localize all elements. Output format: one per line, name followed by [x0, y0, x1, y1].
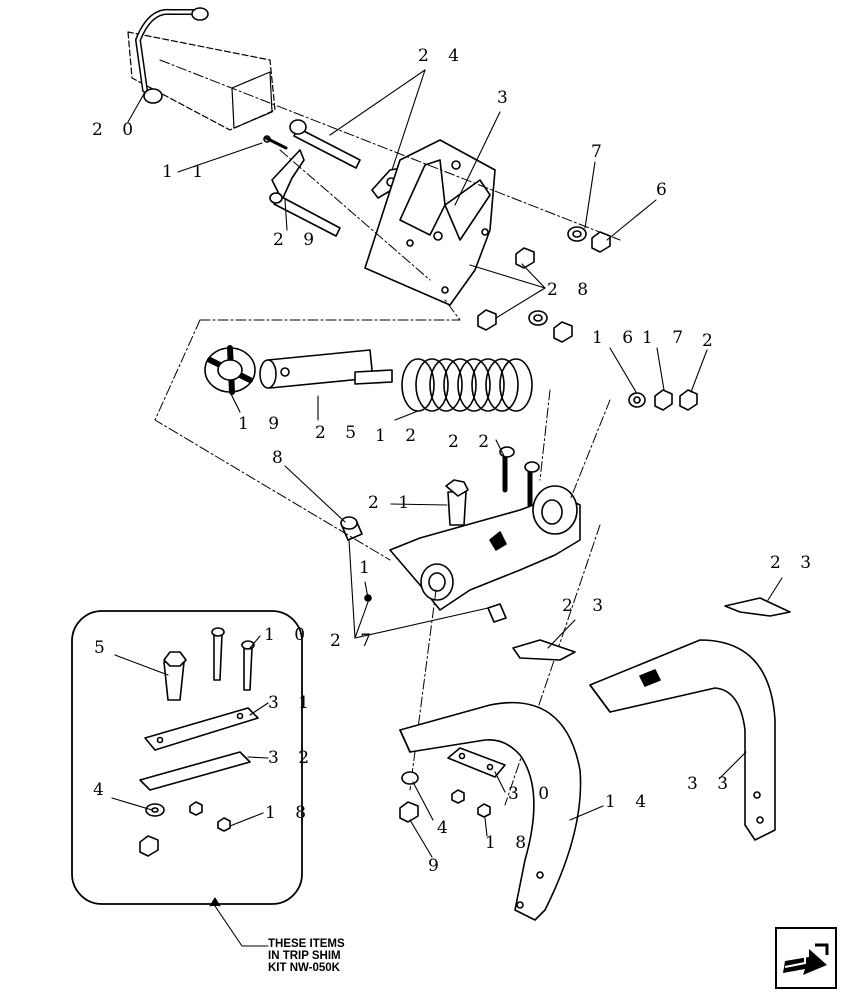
- part-33-shank: [589, 639, 776, 841]
- part-24-pin: [289, 119, 403, 199]
- callout-11: 1 1: [162, 162, 211, 182]
- callout-21: 2 1: [368, 493, 417, 513]
- part-25-spring-rod: [259, 349, 393, 389]
- kit-note-line-1: THESE ITEMS: [268, 938, 345, 950]
- shank-holder: [364, 485, 581, 623]
- fasteners-upper: [477, 226, 611, 343]
- callout-14: 1 4: [605, 792, 654, 812]
- part-14-shank: [399, 701, 582, 921]
- callout-7: 7: [591, 142, 609, 162]
- callout-12: 1 2: [375, 426, 424, 446]
- callout-23-left: 2 3: [562, 596, 611, 616]
- callout-18-inset: 1 8: [265, 803, 314, 823]
- part-30-plate: [399, 747, 506, 823]
- callout-31: 3 1: [268, 693, 317, 713]
- part-21-bolt: [445, 479, 469, 526]
- callout-19: 1 9: [238, 414, 287, 434]
- callout-3: 3: [497, 88, 515, 108]
- callout-6: 6: [656, 180, 674, 200]
- kit-note-line-3: KIT NW-050K: [268, 962, 340, 974]
- callout-9: 9: [428, 856, 446, 876]
- part-11-bolt: [263, 135, 288, 150]
- callout-32: 3 2: [268, 748, 317, 768]
- callout-4-inset: 4: [93, 780, 111, 800]
- callout-16: 1 6: [592, 328, 641, 348]
- callout-22: 2 2: [448, 432, 497, 452]
- callout-4: 4: [437, 818, 455, 838]
- callout-17: 1 7: [642, 328, 691, 348]
- callout-1: 1: [359, 558, 377, 578]
- callout-30: 3 0: [508, 784, 557, 804]
- part-20-frame-tube: [127, 7, 276, 131]
- next-page-arrow-icon[interactable]: [775, 927, 837, 989]
- part-8-bushing: [340, 516, 363, 541]
- fasteners-right: [628, 389, 698, 411]
- callout-33: 3 3: [687, 774, 736, 794]
- callout-27: 2 7: [330, 631, 379, 651]
- callout-18: 1 8: [485, 833, 534, 853]
- callout-10: 1 0: [264, 625, 313, 645]
- callout-5: 5: [94, 638, 112, 658]
- callout-23-right: 2 3: [770, 553, 819, 573]
- kit-note-line-2: IN TRIP SHIM: [268, 950, 341, 962]
- part-19-spring-cap: [204, 345, 256, 395]
- part-22-bolts: [499, 446, 540, 508]
- part-3-mount-bracket: [364, 139, 496, 306]
- part-12-spring: [401, 358, 533, 412]
- callout-28: 2 8: [547, 280, 596, 300]
- callout-8: 8: [272, 448, 290, 468]
- callout-2: 2: [702, 331, 720, 351]
- part-23-tips: [512, 597, 791, 661]
- callout-24: 2 4: [418, 46, 467, 66]
- callout-29: 2 9: [273, 230, 322, 250]
- callout-25: 2 5: [315, 423, 364, 443]
- trip-shim-kit-inset: [71, 610, 303, 905]
- trip-shim-kit-note: THESE ITEMS IN TRIP SHIM KIT NW-050K: [268, 938, 345, 974]
- part-29-spring-pin: [269, 149, 341, 237]
- leader-lines: [111, 69, 783, 947]
- callout-20: 2 0: [92, 120, 141, 140]
